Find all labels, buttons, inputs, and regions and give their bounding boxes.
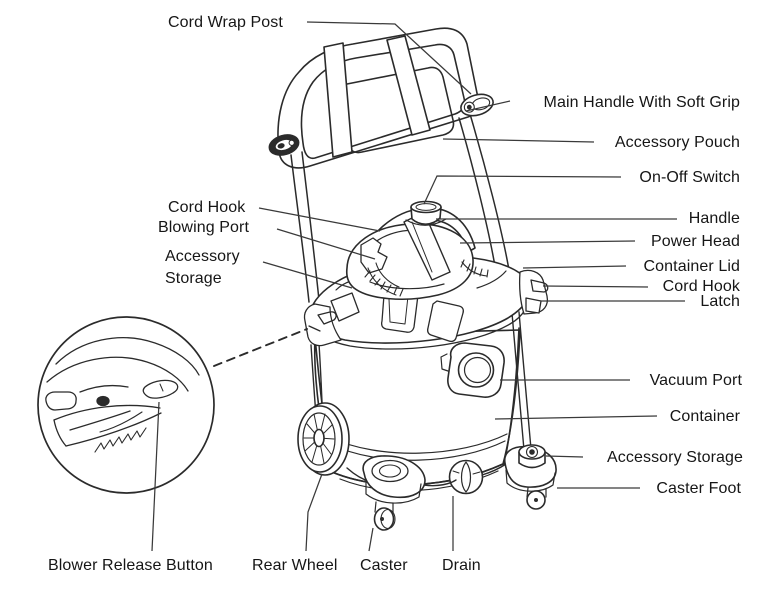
blower-release-inset: [37, 316, 215, 494]
leader-cord-wrap-post: [306, 21, 472, 95]
leader-blowing-port: [276, 228, 376, 260]
label-handle: Handle: [688, 210, 740, 227]
on-off-switch-cap: [405, 200, 447, 226]
leader-accessory-storage-right: [545, 455, 584, 458]
label-cord-hook-left: Cord Hook: [168, 199, 246, 216]
leader-on-off-switch: [423, 175, 622, 205]
inset-connector-dashed-line: [213, 328, 308, 367]
label-blower-release-button: Blower Release Button: [48, 557, 213, 574]
label-on-off-switch: On-Off Switch: [639, 169, 740, 186]
leader-container-lid: [522, 265, 627, 269]
label-accessory-pouch: Accessory Pouch: [614, 134, 740, 151]
cord-hook-left-part: [360, 237, 388, 274]
vacuum-port-part: [440, 342, 505, 398]
label-power-head: Power Head: [650, 233, 740, 250]
label-caster-foot: Caster Foot: [656, 480, 741, 497]
label-caster: Caster: [360, 557, 408, 574]
leader-cord-hook-right: [542, 285, 649, 288]
label-accessory-storage-right: Accessory Storage: [607, 449, 743, 466]
right-cord-hook-and-latch: [518, 269, 549, 315]
label-accessory-storage-left: Accessory Storage: [165, 246, 240, 290]
leader-blower-release-button: [151, 401, 160, 552]
drain-part: [448, 459, 484, 495]
label-accessory-storage-left-line2: Storage: [165, 270, 222, 287]
leader-accessory-pouch: [442, 138, 595, 143]
leader-power-head: [459, 240, 636, 244]
blowing-port-part: [364, 262, 404, 297]
label-accessory-storage-left-line1: Accessory: [165, 248, 240, 265]
leader-rear-wheel: [305, 473, 323, 552]
blower-release-button-part: [142, 379, 179, 399]
left-latch: [303, 303, 342, 347]
leader-caster: [368, 527, 374, 552]
cart-handle-frame: [268, 27, 510, 303]
label-container: Container: [669, 408, 740, 425]
power-head-part: [345, 200, 489, 300]
label-blowing-port: Blowing Port: [158, 219, 250, 236]
leader-container: [494, 415, 658, 420]
label-vacuum-port: Vacuum Port: [649, 372, 742, 389]
label-rear-wheel: Rear Wheel: [252, 557, 338, 574]
label-cord-hook-right: Cord Hook: [662, 278, 740, 295]
leader-lines: [151, 21, 685, 552]
caster-right-part: [526, 487, 547, 510]
label-container-lid: Container Lid: [643, 258, 740, 275]
leader-accessory-storage-left: [262, 261, 353, 289]
label-drain: Drain: [442, 557, 481, 574]
leader-cord-hook-left: [258, 207, 381, 232]
accessory-storage-right-part: [518, 444, 546, 469]
leader-main-handle: [465, 100, 511, 112]
label-latch: Latch: [700, 293, 740, 310]
caster-foot-right-part: [504, 444, 557, 510]
caster-left-part: [373, 501, 396, 531]
caster-foot-left-part: [362, 455, 426, 531]
label-main-handle-with-soft-grip: Main Handle With Soft Grip: [543, 94, 740, 111]
rear-wheel-part: [297, 402, 350, 476]
cord-wrap-post-left: [268, 134, 300, 156]
label-cord-wrap-post: Cord Wrap Post: [168, 14, 283, 31]
